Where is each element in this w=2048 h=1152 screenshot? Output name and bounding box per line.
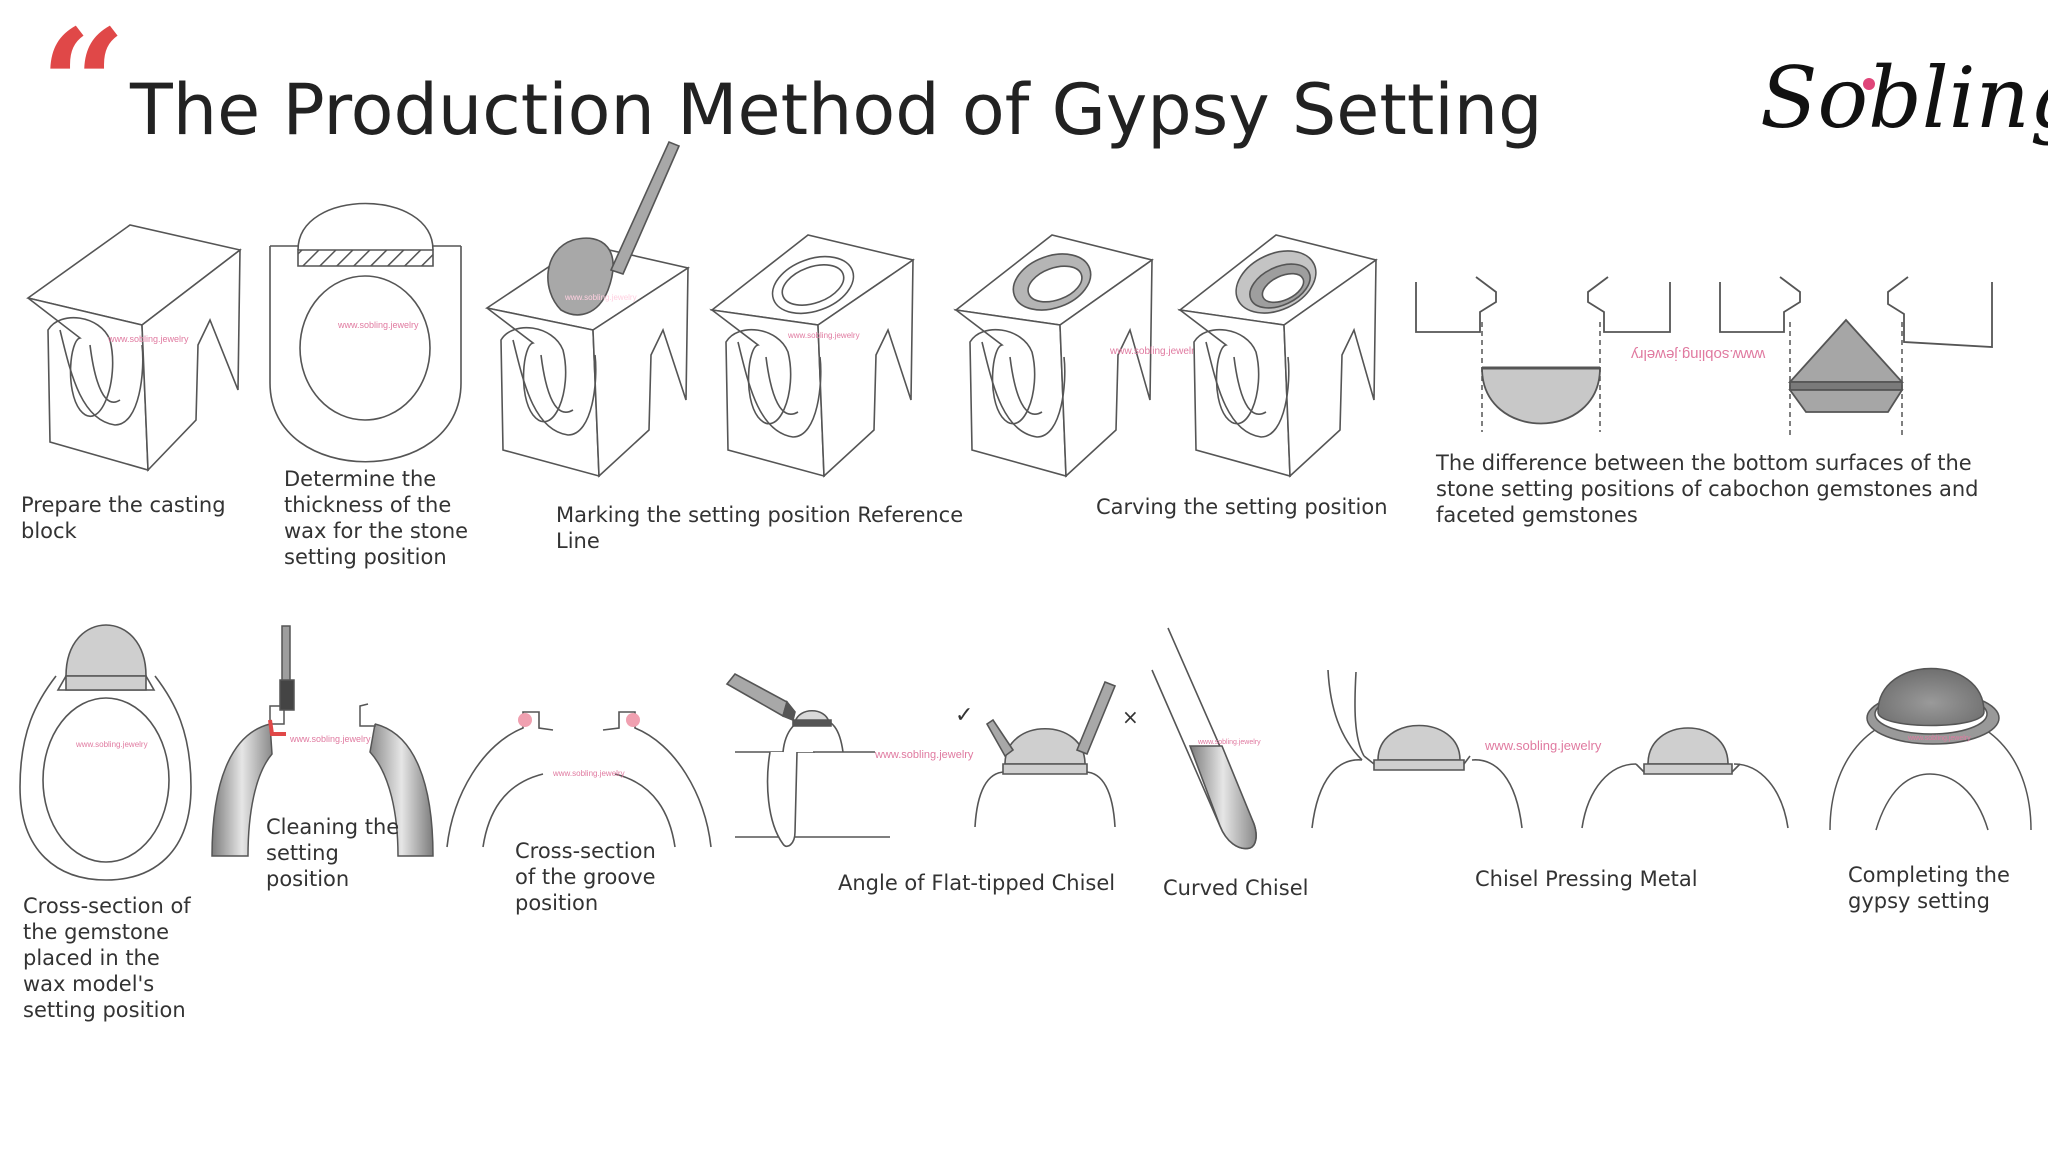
svg-text:www.sobling.jewelry: www.sobling.jewelry: [564, 293, 637, 302]
svg-text:www.sobling.jewelry: www.sobling.jewelry: [1484, 738, 1602, 753]
caption-flat-chisel-angle: Angle of Flat-tipped Chisel: [838, 871, 1116, 895]
svg-text:www.sobling.jewelry: www.sobling.jewelry: [337, 320, 419, 330]
svg-text:www.sobling.jewelry: www.sobling.jewelry: [1197, 739, 1261, 746]
svg-text:www.sobling.jewelry: www.sobling.jewelry: [874, 749, 974, 761]
caption-groove-cross-section: Cross-section of the groove position: [515, 839, 656, 915]
logo-accent-icon: [1863, 78, 1875, 90]
svg-text:www.sobling.jewelry: www.sobling.jewelry: [289, 734, 371, 744]
carving-outline-illustration: www.sobling.jewelry: [708, 230, 918, 480]
carving-stepped-illustration: [1176, 230, 1381, 480]
brand-logo: Sobling: [1760, 49, 2048, 147]
caption-bottom-surface-difference: The difference between the bottom surfac…: [1436, 451, 1979, 527]
page-title: The Production Method of Gypsy Setting: [130, 69, 1543, 151]
completed-gypsy-setting-illustration: www.sobling.jewelry: [1828, 652, 2033, 832]
cleaning-setting-illustration: www.sobling.jewelry: [210, 624, 435, 864]
flat-chisel-angle-illustration: ✓ × www.sobling.jewelry: [725, 672, 1139, 852]
bottom-surface-comparison-illustration: www.sobling.jewelry: [1410, 272, 2000, 442]
caption-gemstone-cross-section: Cross-section of the gemstone placed in …: [23, 894, 191, 1022]
quote-mark-icon: “: [40, 0, 127, 173]
caption-curved-chisel: Curved Chisel: [1163, 876, 1309, 900]
carving-recess-illustration: www.sobling.jewelry: [952, 230, 1199, 480]
svg-text:www.sobling.jewelry: www.sobling.jewelry: [75, 740, 148, 749]
casting-block-illustration: www.sobling.jewelry: [20, 220, 250, 470]
svg-text:www.sobling.jewelry: www.sobling.jewelry: [787, 331, 860, 340]
svg-text:www.sobling.jewelry: www.sobling.jewelry: [1907, 735, 1971, 742]
gemstone-in-wax-illustration: www.sobling.jewelry: [18, 622, 193, 884]
groove-cross-section-illustration: www.sobling.jewelry: [443, 704, 715, 849]
caption-completing-gypsy-setting: Completing the gypsy setting: [1848, 863, 2010, 913]
wax-thickness-illustration: www.sobling.jewelry: [268, 198, 463, 468]
caption-marking-reference-line: Marking the setting position Reference L…: [556, 503, 964, 553]
caption-prepare-casting-block: Prepare the casting block: [21, 493, 226, 543]
curved-chisel-illustration: www.sobling.jewelry: [1150, 626, 1261, 858]
svg-text:www.sobling.jewelry: www.sobling.jewelry: [107, 334, 189, 344]
caption-carving-setting-position: Carving the setting position: [1096, 495, 1388, 519]
caption-chisel-pressing-metal: Chisel Pressing Metal: [1475, 867, 1698, 891]
chisel-pressing-metal-illustration: www.sobling.jewelry: [1310, 668, 1790, 830]
svg-text:www.sobling.jewelry: www.sobling.jewelry: [1631, 346, 1767, 363]
cross-mark-icon: ×: [1122, 705, 1139, 729]
check-mark-icon: ✓: [955, 703, 973, 728]
caption-determine-wax-thickness: Determine the thickness of the wax for t…: [284, 467, 469, 569]
caption-cleaning-setting-position: Cleaning the setting position: [266, 815, 400, 891]
svg-text:www.sobling.jewelry: www.sobling.jewelry: [552, 769, 625, 778]
svg-text:www.sobling.jewelry: www.sobling.jewelry: [1109, 346, 1199, 357]
marking-position-illustration: www.sobling.jewelry: [483, 140, 693, 480]
